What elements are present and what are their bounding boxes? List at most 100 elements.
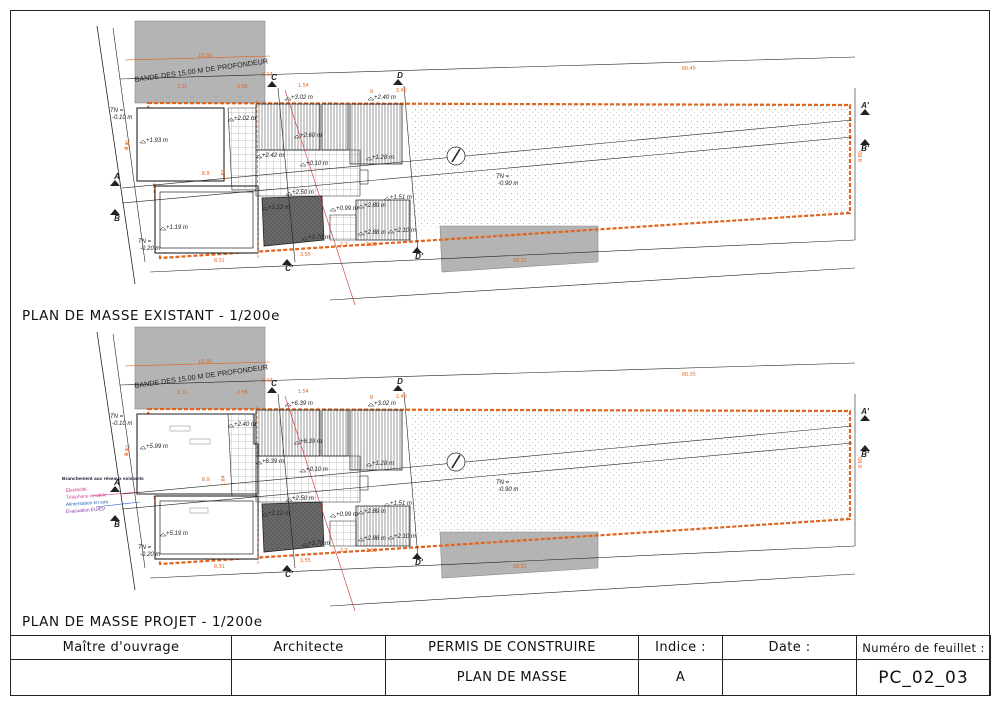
dim-label-5: 2.40 bbox=[396, 394, 407, 400]
dim-label-6: 60.35 bbox=[682, 372, 696, 378]
neighbor-building-bottom bbox=[439, 531, 599, 579]
section-label-6: A' bbox=[860, 407, 870, 416]
dim-label-4: 9 bbox=[370, 89, 373, 95]
dim-label-11: 2.28 bbox=[366, 548, 377, 554]
section-label-0: A bbox=[113, 478, 120, 487]
section-marker-1 bbox=[110, 515, 120, 521]
hatched-roof-2 bbox=[321, 103, 349, 151]
dim-label-2: 3.13 bbox=[262, 378, 273, 384]
section-line-C bbox=[277, 393, 296, 569]
level-label-12: +2.89 m bbox=[364, 203, 386, 209]
section-marker-7 bbox=[860, 139, 870, 145]
level-label-13: +5.19 m bbox=[166, 531, 188, 537]
level-triangle-6 bbox=[299, 468, 307, 473]
reference-line-bottom bbox=[329, 267, 856, 301]
plan-name: PLAN DE MASSE bbox=[385, 659, 639, 696]
plan-title-existant: PLAN DE MASSE EXISTANT - 1/200e bbox=[22, 308, 281, 324]
network-connector-1 bbox=[91, 491, 141, 497]
level-label-16: +2.10 m bbox=[394, 228, 416, 234]
level-label-0: +3.02 m bbox=[291, 95, 313, 101]
section-marker-7 bbox=[860, 445, 870, 451]
dim-label-13: 9.11 bbox=[124, 139, 131, 150]
level-triangle-5 bbox=[255, 460, 263, 465]
dim-label-4: 9 bbox=[370, 395, 373, 401]
level-triangle-16 bbox=[387, 229, 395, 234]
level-triangle-2 bbox=[227, 423, 235, 428]
level-triangle-8 bbox=[285, 497, 293, 502]
dim-label-west: 8.9 bbox=[124, 142, 131, 150]
dim-label-east: 8.80 bbox=[858, 151, 864, 162]
date-label: Date : bbox=[722, 635, 857, 660]
tn-value-1: -0.20 m bbox=[140, 552, 160, 558]
network-note-2: Téléphone et câble bbox=[66, 492, 107, 501]
hatched-roof-1 bbox=[255, 103, 321, 151]
project-house-south bbox=[154, 495, 259, 560]
level-label-4: +1.93 m bbox=[146, 138, 168, 144]
parcel-boundary bbox=[146, 101, 852, 260]
dim-label-neighbor: 58.21 bbox=[513, 564, 527, 570]
courtyard-grid bbox=[255, 149, 361, 197]
level-label-3: +6.39 m bbox=[300, 439, 322, 445]
room-tag-1 bbox=[169, 425, 191, 432]
tn-label-0: TN = bbox=[110, 108, 124, 114]
level-triangle-6 bbox=[299, 162, 307, 167]
level-triangle-1 bbox=[367, 402, 375, 407]
section-label-5: D' bbox=[415, 252, 424, 261]
level-triangle-0 bbox=[284, 402, 292, 407]
dim-label-14: 8.9 bbox=[202, 477, 210, 483]
section-label-7: B' bbox=[861, 450, 870, 459]
section-label-3: C' bbox=[285, 570, 294, 579]
section-label-0: A bbox=[113, 172, 120, 181]
dim-label-13: 9.12 bbox=[124, 445, 131, 456]
section-line-C bbox=[277, 87, 296, 263]
dim-label-1: 2.56 bbox=[237, 84, 248, 90]
level-label-12: +2.89 m bbox=[364, 509, 386, 515]
level-label-8: +2.50 m bbox=[292, 190, 314, 196]
level-triangle-15 bbox=[357, 537, 365, 542]
level-triangle-4 bbox=[139, 139, 147, 144]
section-label-4: D bbox=[397, 71, 403, 80]
section-marker-1 bbox=[110, 209, 120, 215]
dim-label-5: 2.40 bbox=[396, 88, 407, 94]
existing-house-south bbox=[154, 185, 259, 254]
dim-label-11: 2.28 bbox=[366, 242, 377, 248]
dim-label-9: 1.84 bbox=[221, 169, 227, 180]
level-triangle-7 bbox=[365, 156, 373, 161]
dim-label-2: 3.13 bbox=[262, 72, 273, 78]
level-label-10: +2.12 m bbox=[268, 205, 290, 211]
garden-area bbox=[412, 411, 850, 536]
section-line-B bbox=[121, 136, 853, 204]
hatched-roof-3 bbox=[349, 409, 403, 471]
dim-label-9: 1.84 bbox=[221, 475, 227, 486]
section-marker-2 bbox=[267, 387, 277, 393]
plan-title-projet: PLAN DE MASSE PROJET - 1/200e bbox=[22, 614, 263, 630]
level-label-7: +1.28 m bbox=[372, 155, 394, 161]
level-label-10: +2.12 m bbox=[268, 511, 290, 517]
north-arrow-needle bbox=[451, 148, 461, 163]
level-triangle-7 bbox=[365, 462, 373, 467]
section-marker-3 bbox=[282, 565, 292, 571]
tn-label-0: TN = bbox=[110, 414, 124, 420]
band-dimension-label: 15.00 bbox=[198, 359, 212, 365]
section-label-7: B' bbox=[861, 144, 870, 153]
dim-label-7: 8.31 bbox=[214, 564, 225, 570]
level-triangle-14 bbox=[301, 236, 309, 241]
reference-line-bottom bbox=[329, 573, 856, 607]
network-note-3: Alimentation en eau bbox=[66, 499, 109, 508]
dim-label-8: 3.55 bbox=[300, 558, 311, 564]
section-marker-4 bbox=[393, 385, 403, 391]
room-tag-2 bbox=[189, 438, 211, 445]
section-label-3: C' bbox=[285, 264, 294, 273]
date-value bbox=[722, 659, 857, 696]
level-triangle-5 bbox=[255, 154, 263, 159]
hatched-roof-3 bbox=[349, 103, 403, 165]
tn-value-2: -0.90 m bbox=[498, 181, 518, 187]
section-marker-4 bbox=[393, 79, 403, 85]
level-label-6: +0.10 m bbox=[306, 161, 328, 167]
courtyard-grid bbox=[255, 455, 361, 503]
title-block: Maître d'ouvrage Architecte PERMIS DE CO… bbox=[10, 635, 991, 696]
tn-label-2: TN = bbox=[496, 174, 510, 180]
level-label-11: +0.99 m bbox=[336, 206, 358, 212]
section-line-D bbox=[403, 391, 419, 559]
feuillet-label: Numéro de feuillet : bbox=[856, 635, 991, 660]
